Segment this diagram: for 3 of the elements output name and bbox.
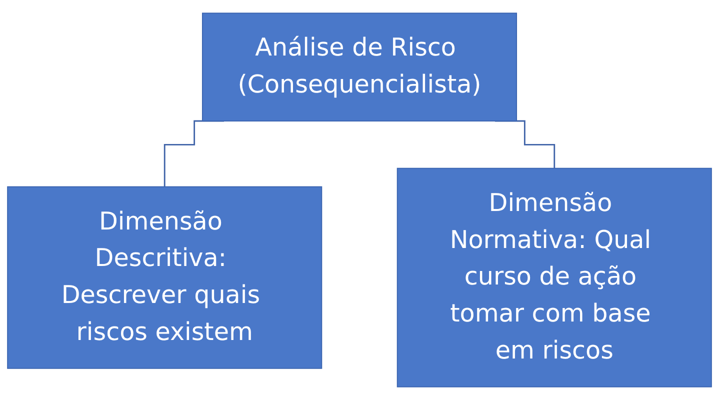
node-box: Análise de Risco (Consequencialista) — [202, 12, 518, 122]
node-box: Dimensão Normativa: Qual curso de ação tomar com base em riscos — [396, 168, 712, 388]
node-box: Dimensão Descritiva: Descrever quais riscos existem — [7, 186, 322, 369]
